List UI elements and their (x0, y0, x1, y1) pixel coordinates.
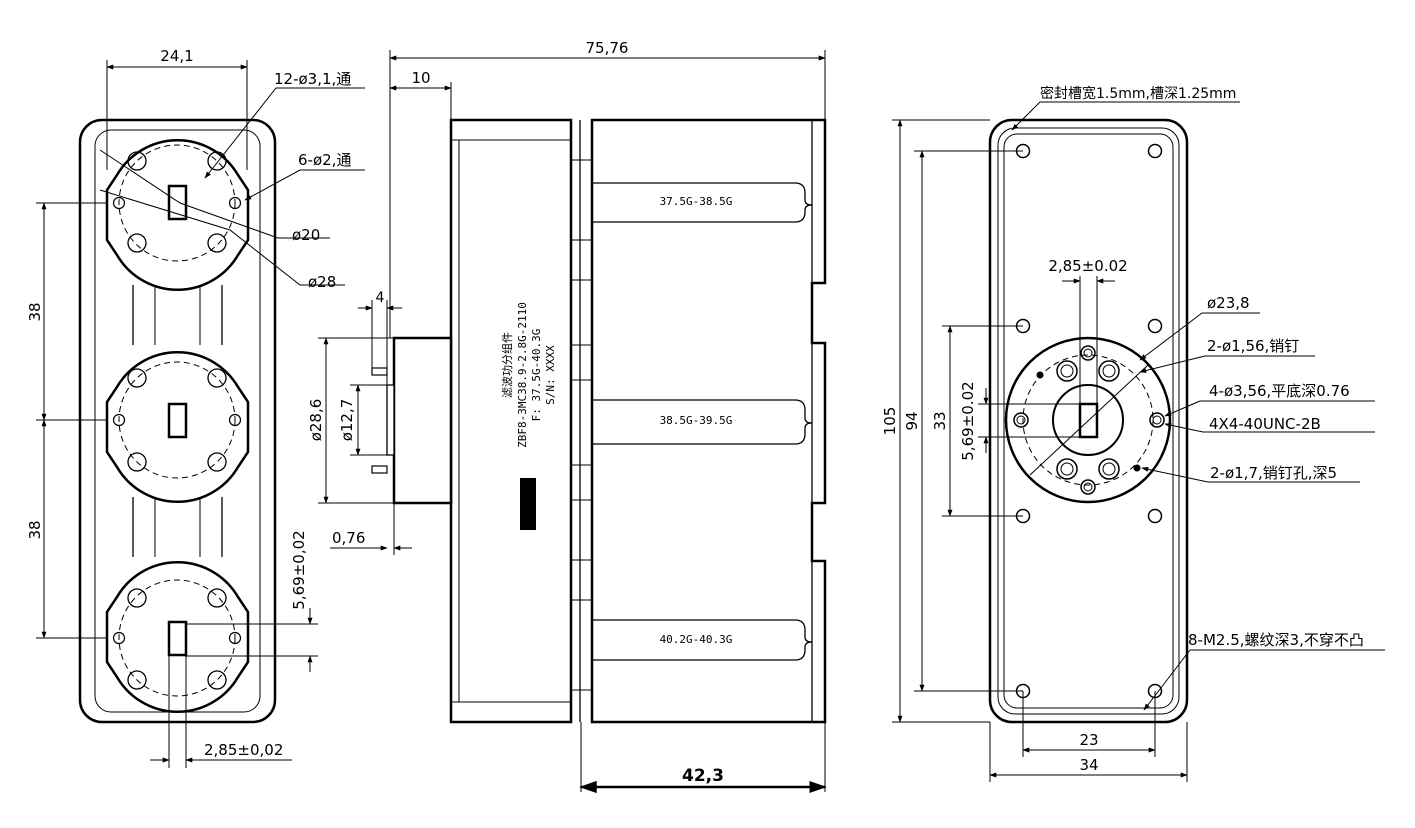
boss-step-label: 0,76 (332, 529, 365, 547)
pin-length-label: 4 (376, 290, 385, 306)
pin-note: 2-ø1,56,销钉 (1207, 337, 1299, 355)
product-name-text: 滤波功分组件 (500, 332, 514, 398)
left-flange-view (36, 60, 365, 768)
thread-note: 4X4-40UNC-2B (1209, 415, 1321, 433)
inner-width-label: 23 (1079, 731, 1098, 749)
inner-diameter-label: ø12,7 (338, 399, 356, 442)
channel-label-1: 37.5G-38.5G (660, 195, 733, 208)
width-dim-label: 24,1 (160, 47, 193, 65)
flange-thickness-label: 10 (411, 69, 430, 87)
circle-dia-28: ø28 (308, 273, 336, 291)
frequency-text: F: 37.5G-40.3G (530, 329, 543, 422)
left-view-labels: 24,1 12-ø3,1,通 6-ø2,通 ø20 ø28 38 38 5,69… (26, 47, 351, 759)
model-number-text: ZBF8-3MC38.9-2.8G-2110 (516, 302, 529, 448)
overall-length-label: 75,76 (586, 39, 629, 57)
pitch-label-1: 38 (26, 302, 44, 321)
hole-note-1: 12-ø3,1,通 (274, 70, 351, 88)
boss-diameter-label: ø28,6 (307, 399, 325, 442)
hole-note: 4-ø3,56,平底深0.76 (1209, 382, 1350, 400)
side-view (318, 50, 827, 794)
top-view (892, 101, 1385, 782)
slot-width-label: 2,85±0,02 (204, 741, 283, 759)
offset-label-right: 5,69±0.02 (959, 381, 977, 460)
inner-height-label: 94 (903, 411, 921, 430)
circle-dia-20: ø20 (292, 226, 320, 244)
pitch-label-2: 38 (26, 520, 44, 539)
body-length-label: 42,3 (682, 766, 724, 786)
seal-groove-note: 密封槽宽1.5mm,槽深1.25mm (1040, 85, 1236, 102)
pin-hole-note: 2-ø1,7,销钉孔,深5 (1210, 464, 1337, 482)
serial-number-text: S/N: XXXX (544, 345, 557, 405)
offset-label: 5,69±0,02 (290, 530, 308, 609)
screw-note: 8-M2.5,螺纹深3,不穿不凸 (1188, 631, 1364, 649)
hole-note-2: 6-ø2,通 (298, 151, 351, 169)
right-view-labels: 密封槽宽1.5mm,槽深1.25mm 2,85±0.02 ø23,8 2-ø1,… (881, 85, 1364, 774)
channel-label-2: 38.5G-39.5G (660, 414, 733, 427)
circle-dia-23-8: ø23,8 (1207, 294, 1250, 312)
hole-pitch-label: 33 (931, 411, 949, 430)
outer-height-label: 105 (881, 407, 899, 436)
slot-width-label-right: 2,85±0.02 (1048, 257, 1127, 275)
outer-width-label: 34 (1079, 756, 1098, 774)
middle-view-labels: 75,76 10 4 ø28,6 ø12,7 0,76 42,3 滤波功分组件 … (307, 39, 732, 786)
channel-label-3: 40.2G-40.3G (660, 633, 733, 646)
